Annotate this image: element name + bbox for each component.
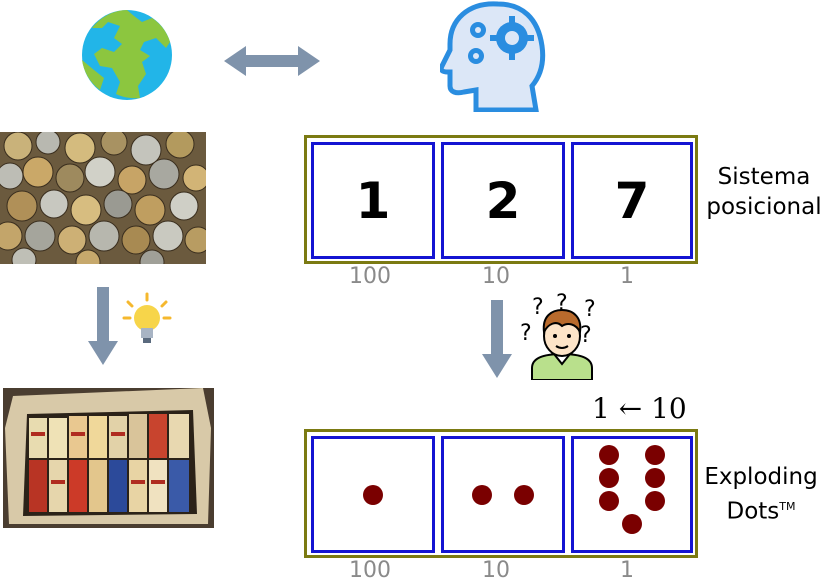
digit-ones: 7: [614, 171, 650, 230]
dot: [471, 484, 492, 505]
dot: [645, 491, 666, 512]
brain-gears-head-icon: [440, 1, 546, 112]
dot-cell-tens: [441, 436, 565, 553]
dot: [645, 467, 666, 488]
down-arrow-icon: [88, 287, 118, 365]
place-cell-ones: 7: [571, 142, 693, 259]
dot: [363, 484, 383, 505]
positional-system-label-line2: posicional: [706, 194, 822, 220]
dot: [645, 444, 666, 465]
dot: [514, 484, 535, 505]
double-arrow-icon: [224, 46, 320, 76]
exploding-dots-label-line1: Exploding: [704, 464, 818, 490]
digit-hundreds: 1: [355, 171, 391, 230]
dot-cell-ones: [571, 436, 693, 553]
place-value-label: 100: [349, 558, 391, 583]
dot: [598, 491, 619, 512]
dot-cell-hundreds: [311, 436, 435, 553]
place-value-label: 1: [620, 264, 634, 289]
positional-system-frame: 1 2 7: [304, 135, 698, 264]
place-value-label: 10: [482, 264, 510, 289]
exploding-dots-frame: [304, 429, 698, 558]
trademark-mark: TM: [779, 500, 796, 513]
down-arrow-icon: [482, 300, 512, 378]
digit-tens: 2: [485, 171, 521, 230]
place-cell-hundreds: 1: [311, 142, 435, 259]
place-value-label: 10: [482, 558, 510, 583]
svg-text:?: ?: [580, 323, 592, 348]
positional-system-label: Sistema posicional: [704, 162, 824, 222]
svg-text:?: ?: [520, 321, 532, 346]
svg-text:?: ?: [556, 292, 568, 316]
lightbulb-icon: [122, 292, 172, 343]
dot: [622, 514, 642, 535]
svg-text:?: ?: [532, 295, 544, 320]
place-value-label: 100: [349, 264, 391, 289]
confused-person-icon: ??? ??: [520, 292, 596, 380]
box-of-packs-photo: [3, 388, 214, 528]
globe-icon: [82, 10, 172, 100]
place-cell-tens: 2: [441, 142, 565, 259]
place-value-label: 1: [620, 558, 634, 583]
exploding-dots-label: Exploding DotsTM: [696, 462, 826, 527]
exchange-rule: 1 ← 10: [592, 392, 687, 425]
dot: [598, 444, 619, 465]
coins-photo: [0, 132, 206, 264]
dot: [598, 467, 619, 488]
exploding-dots-label-line2: DotsTM: [696, 492, 826, 527]
positional-system-label-line1: Sistema: [717, 164, 811, 190]
exploding-dots-label-line2-text: Dots: [726, 498, 780, 525]
svg-text:?: ?: [584, 297, 596, 322]
